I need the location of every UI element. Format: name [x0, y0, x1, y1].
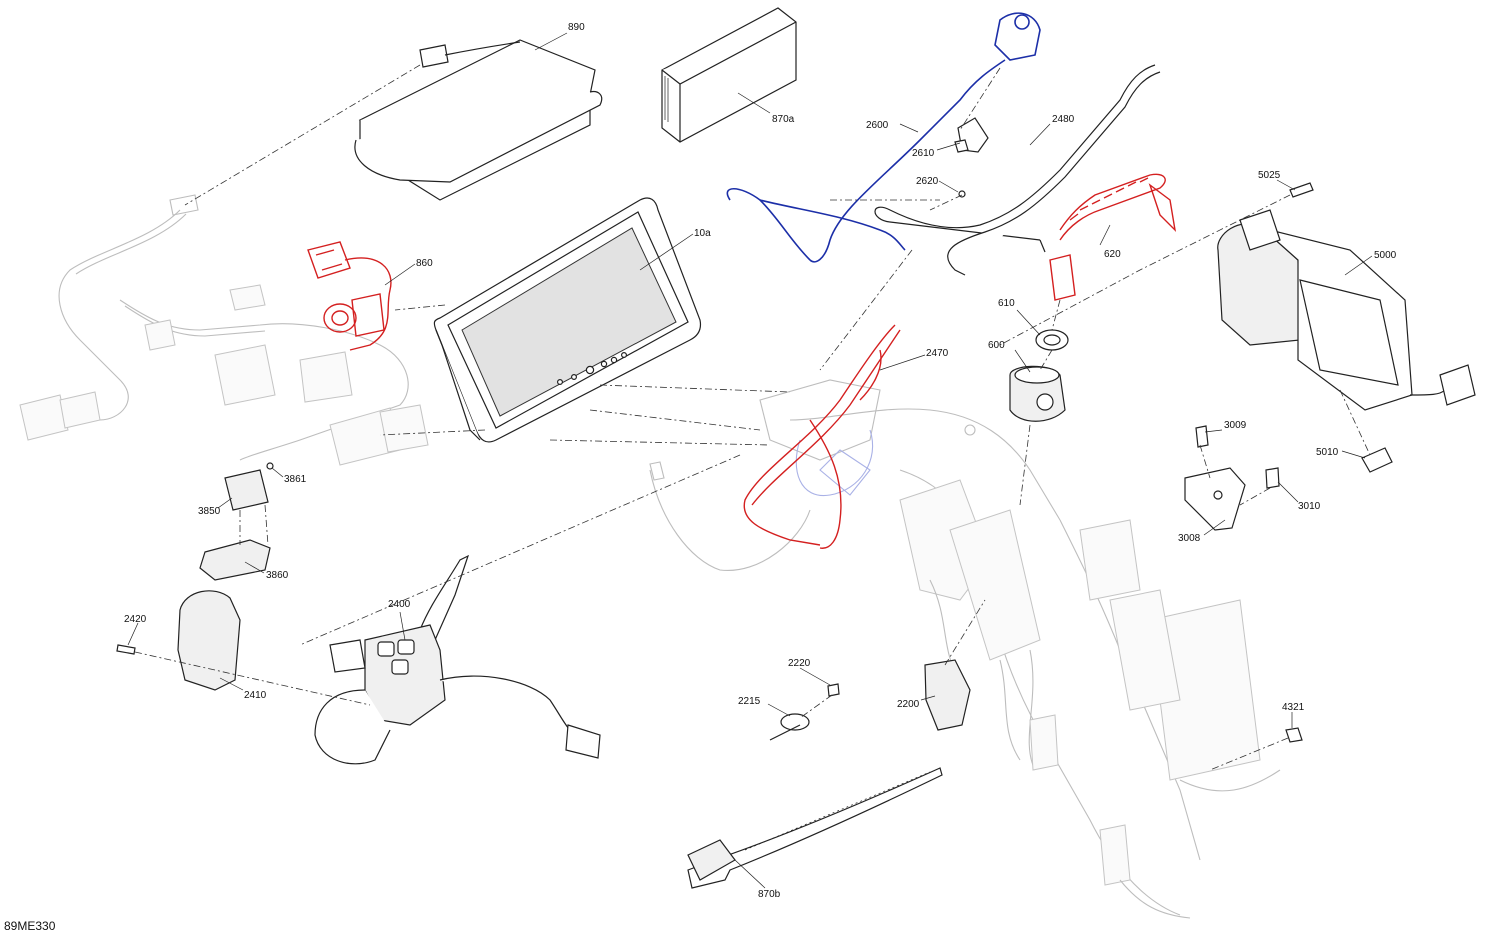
callout-600: 600 [988, 340, 1005, 351]
assembly-lines [134, 64, 1371, 771]
leader-lines [127, 32, 1373, 889]
callout-2400: 2400 [388, 599, 411, 610]
callout-2610: 2610 [912, 148, 935, 159]
callout-860: 860 [416, 258, 433, 269]
part-610-nut [1035, 329, 1069, 351]
callout-3861: 3861 [284, 474, 307, 485]
callout-3860: 3860 [266, 570, 289, 581]
callout-870b: 870b [758, 889, 781, 900]
callout-4321: 4321 [1282, 702, 1305, 713]
part-2480-cable [874, 64, 1161, 276]
callout-5000: 5000 [1374, 250, 1397, 261]
callout-10a: 10a [694, 228, 711, 239]
part-2410-guard [177, 590, 241, 691]
part-870a-pad [661, 7, 797, 143]
part-870b-strap [687, 767, 943, 889]
callout-870a: 870a [772, 114, 795, 125]
part-3850-relay [224, 469, 269, 511]
dash-harness [19, 194, 429, 466]
part-890-cover [354, 39, 603, 201]
callout-3850: 3850 [198, 506, 221, 517]
callout-890: 890 [568, 22, 585, 33]
callout-2480: 2480 [1052, 114, 1075, 125]
callout-2470: 2470 [926, 348, 949, 359]
part-3009-bolt [1195, 425, 1209, 448]
part-2420-screw [116, 644, 136, 655]
callout-2620: 2620 [916, 176, 939, 187]
part-10a-display [433, 197, 702, 443]
part-2215-mount [769, 713, 810, 741]
callout-2600: 2600 [866, 120, 889, 131]
part-2600-blue-harness [726, 12, 1041, 263]
part-3861-screw [266, 462, 274, 470]
callout-620: 620 [1104, 249, 1121, 260]
callout-2420: 2420 [124, 614, 147, 625]
callout-labels: 890 870a 2600 2610 2480 2620 5025 10a 86… [124, 22, 1397, 900]
part-5010-clip [1361, 447, 1393, 473]
callout-3009: 3009 [1224, 420, 1247, 431]
callout-3008: 3008 [1178, 533, 1201, 544]
callout-610: 610 [998, 298, 1015, 309]
part-2400-control-switch [314, 554, 601, 765]
callout-3010: 3010 [1298, 501, 1321, 512]
part-4321-nut [1285, 727, 1303, 743]
callout-5010: 5010 [1316, 447, 1339, 458]
callout-2200: 2200 [897, 699, 920, 710]
part-3860-bracket [199, 539, 271, 581]
part-3010-bolt [1265, 467, 1280, 489]
part-5000-control-module [1217, 209, 1476, 411]
part-3008-bracket [1184, 467, 1246, 531]
part-2470-red-harness [743, 324, 901, 549]
part-5025-bolt [1289, 182, 1314, 198]
callout-2410: 2410 [244, 690, 267, 701]
diagram-reference-code: 89ME330 [4, 919, 56, 932]
main-wiring-harness [649, 379, 1281, 919]
part-2200-sensor [924, 659, 971, 731]
display-button-row [556, 352, 627, 386]
callout-2220: 2220 [788, 658, 811, 669]
part-2610-clip [954, 117, 989, 153]
callout-5025: 5025 [1258, 170, 1281, 181]
part-860-connector-harness [307, 241, 392, 351]
part-600-switch [1009, 365, 1066, 422]
part-2220-screw [827, 683, 840, 697]
part-620-lanyard [1049, 173, 1177, 301]
callout-2215: 2215 [738, 696, 761, 707]
